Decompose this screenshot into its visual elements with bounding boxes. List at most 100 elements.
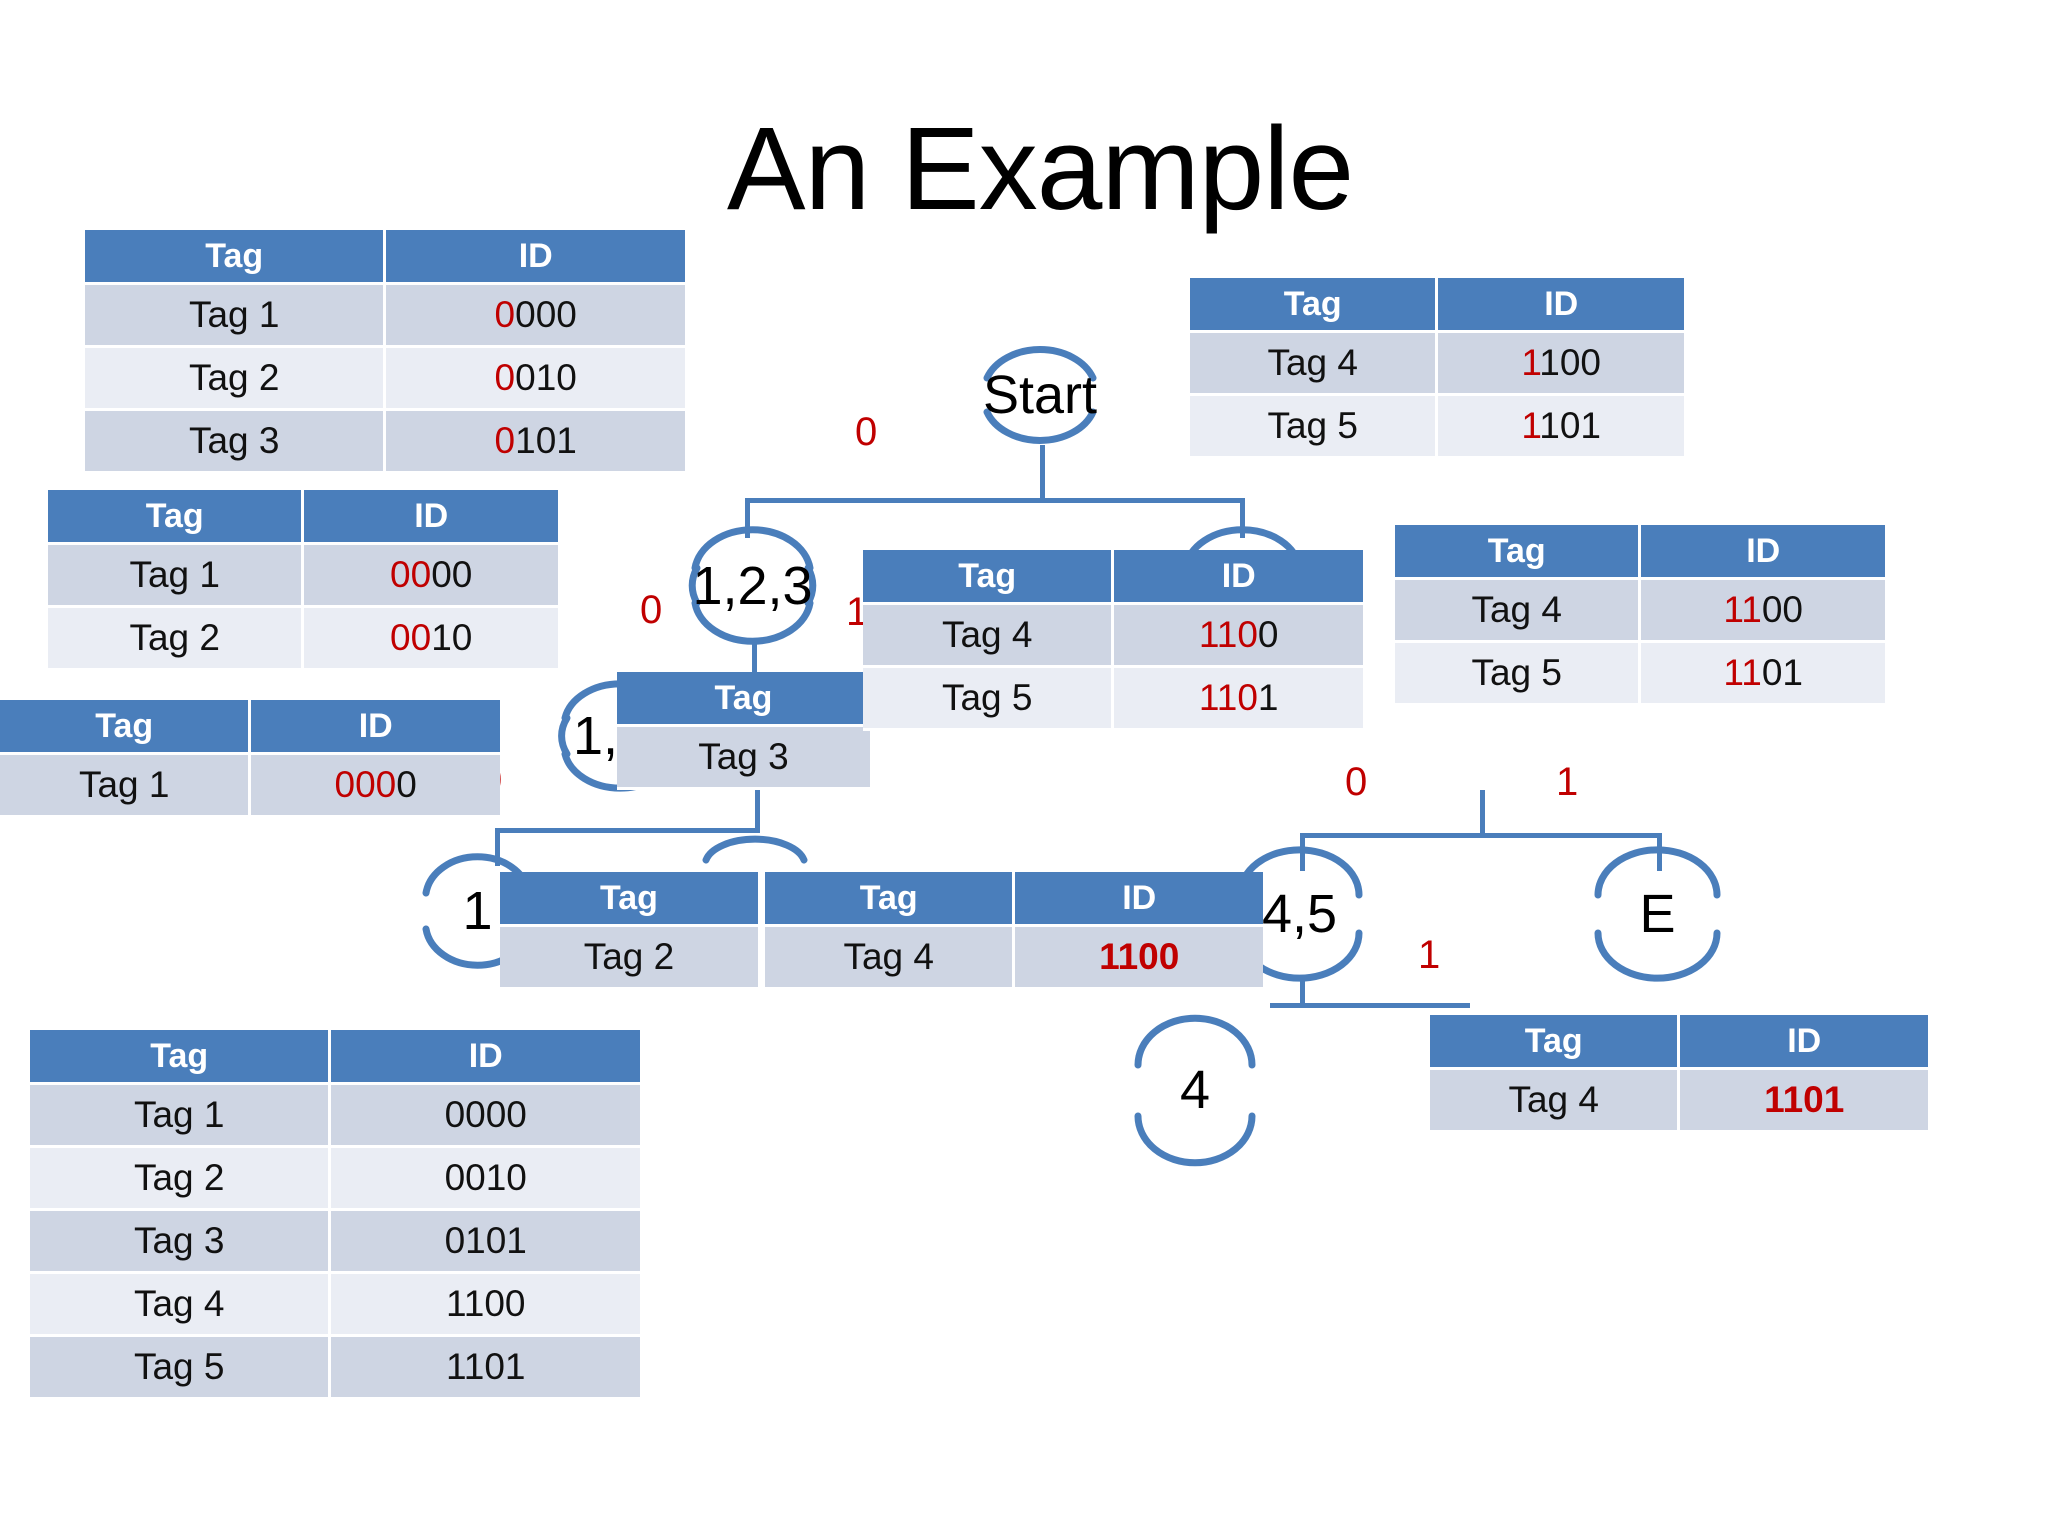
table-row[interactable]: Tag 5 1101 (30, 1337, 640, 1400)
id-suffix: 10 (431, 617, 473, 658)
col-header-id: ID (1438, 278, 1684, 333)
id-suffix: 101 (1539, 405, 1601, 446)
cell-tag: Tag 2 (85, 348, 387, 411)
table-header-row: Tag ID (1395, 525, 1885, 580)
table-row[interactable]: Tag 3 (617, 727, 870, 790)
table-row[interactable]: Tag 5 1101 (863, 668, 1363, 731)
table-final-assignment[interactable]: Tag ID Tag 1 0000 Tag 2 0010 Tag 3 0101 … (30, 1030, 640, 1400)
tree-edge-12-down (755, 790, 760, 830)
table-row[interactable]: Tag 3 0101 (85, 411, 685, 474)
id-suffix: 0 (396, 764, 417, 805)
cell-tag: Tag 2 (48, 608, 305, 671)
tree-edge-45right-down (1480, 790, 1485, 835)
cell-tag: Tag 3 (85, 411, 387, 474)
table-row[interactable]: Tag 1 0000 (48, 545, 558, 608)
table-header-row: Tag ID (85, 230, 685, 285)
cell-id: 1100 (331, 1274, 640, 1337)
cell-id: 0000 (386, 285, 685, 348)
col-header-id: ID (304, 490, 558, 545)
tree-node-1-label: 1 (462, 881, 493, 941)
tree-node-12-label: 1, (573, 706, 619, 766)
table-header-row: Tag ID (30, 1030, 640, 1085)
tree-node-4[interactable]: 4 (1120, 1014, 1270, 1167)
cell-tag: Tag 4 (1190, 333, 1439, 396)
edge-label-45-left: 0 (1345, 760, 1368, 804)
table-row[interactable]: Tag 4 1100 (1190, 333, 1684, 396)
table-tag3[interactable]: Tag Tag 3 (617, 672, 870, 790)
id-suffix: 101 (515, 420, 577, 461)
tree-node-4-label: 4 (1179, 1060, 1211, 1120)
cell-tag: Tag 4 (1395, 580, 1642, 643)
table-header-row: Tag ID (1430, 1015, 1928, 1070)
table-left-stage-3[interactable]: Tag ID Tag 1 0000 (0, 700, 500, 818)
edge-label-123-left: 0 (640, 588, 663, 632)
id-prefix: 11 (1723, 589, 1762, 630)
table-row[interactable]: Tag 4 1100 (863, 605, 1363, 668)
table-left-stage-2[interactable]: Tag ID Tag 1 0000 Tag 2 0010 (48, 490, 558, 671)
table-row[interactable]: Tag 4 1101 (1430, 1070, 1928, 1133)
id-prefix: 0 (494, 420, 516, 461)
table-row[interactable]: Tag 1 0000 (85, 285, 685, 348)
cell-id: 0010 (304, 608, 558, 671)
table-row[interactable]: Tag 4 1100 (1395, 580, 1885, 643)
table-row[interactable]: Tag 5 1101 (1395, 643, 1885, 706)
table-full-stage-1[interactable]: Tag ID Tag 1 0000 Tag 2 0010 Tag 3 0101 (85, 230, 685, 474)
cell-id: 1100 (1015, 927, 1263, 990)
tree-edge-level1-bar (745, 498, 1245, 503)
col-header-tag: Tag (1190, 278, 1439, 333)
id-prefix: 00 (390, 554, 432, 595)
cell-id: 0010 (386, 348, 685, 411)
tree-edge-45-down (1300, 975, 1305, 1005)
cell-id: 1101 (331, 1337, 640, 1400)
cell-tag: Tag 4 (1430, 1070, 1681, 1133)
table-row[interactable]: Tag 1 0000 (30, 1085, 640, 1148)
tree-edge-level2-bar-left (495, 828, 760, 833)
tree-edge-start-down (1040, 445, 1045, 500)
cell-tag: Tag 1 (0, 755, 252, 818)
id-prefix: 0 (494, 357, 516, 398)
table-bottom-tag2[interactable]: Tag Tag 2 (500, 872, 758, 990)
tree-node-center-small[interactable] (690, 830, 820, 890)
id-suffix: 000 (515, 294, 577, 335)
cell-id: 1101 (1114, 668, 1363, 731)
table-bottom-right-tag4-1101[interactable]: Tag ID Tag 4 1101 (1430, 1015, 1928, 1133)
id-prefix: 0 (494, 294, 516, 335)
col-header-tag: Tag (500, 872, 758, 927)
table-row[interactable]: Tag 2 (500, 927, 758, 990)
col-header-tag: Tag (1395, 525, 1642, 580)
cell-tag: Tag 4 (30, 1274, 332, 1337)
tree-node-E[interactable]: E (1580, 846, 1735, 982)
table-right-tag45-stage-2[interactable]: Tag ID Tag 4 1100 Tag 5 1101 (1395, 525, 1885, 706)
table-row[interactable]: Tag 1 0000 (0, 755, 500, 818)
cell-id: 1101 (1680, 1070, 1928, 1133)
table-row[interactable]: Tag 3 0101 (30, 1211, 640, 1274)
cell-id: 1101 (1641, 643, 1885, 706)
cell-tag: Tag 5 (863, 668, 1115, 731)
cell-id: 0101 (386, 411, 685, 474)
col-header-tag: Tag (863, 550, 1115, 605)
table-row[interactable]: Tag 2 0010 (48, 608, 558, 671)
table-row[interactable]: Tag 5 1101 (1190, 396, 1684, 459)
col-header-tag: Tag (0, 700, 252, 755)
table-row[interactable]: Tag 2 0010 (85, 348, 685, 411)
table-center-tag45-stage-3[interactable]: Tag ID Tag 4 1100 Tag 5 1101 (863, 550, 1363, 731)
tree-node-123[interactable]: 1,2,3 (675, 526, 830, 645)
id-suffix: 0 (1257, 614, 1279, 655)
tree-node-E-label: E (1639, 884, 1676, 944)
id-suffix: 1 (1257, 677, 1279, 718)
col-header-tag: Tag (30, 1030, 332, 1085)
tree-node-start[interactable]: Start (965, 340, 1115, 450)
cell-tag: Tag 5 (1395, 643, 1642, 706)
col-header-tag: Tag (765, 872, 1016, 927)
id-suffix: 100 (1539, 342, 1601, 383)
cell-tag: Tag 3 (617, 727, 870, 790)
table-bottom-tag4-1100[interactable]: Tag ID Tag 4 1100 (765, 872, 1263, 990)
tree-edge-to-n1 (495, 828, 500, 866)
table-right-tag45-stage-1[interactable]: Tag ID Tag 4 1100 Tag 5 1101 (1190, 278, 1684, 459)
col-header-id: ID (1641, 525, 1885, 580)
table-row[interactable]: Tag 4 1100 (765, 927, 1263, 990)
table-row[interactable]: Tag 4 1100 (30, 1274, 640, 1337)
table-row[interactable]: Tag 2 0010 (30, 1148, 640, 1211)
id-prefix: 1101 (1764, 1079, 1845, 1120)
edge-label-451-down: 1 (1418, 933, 1441, 977)
